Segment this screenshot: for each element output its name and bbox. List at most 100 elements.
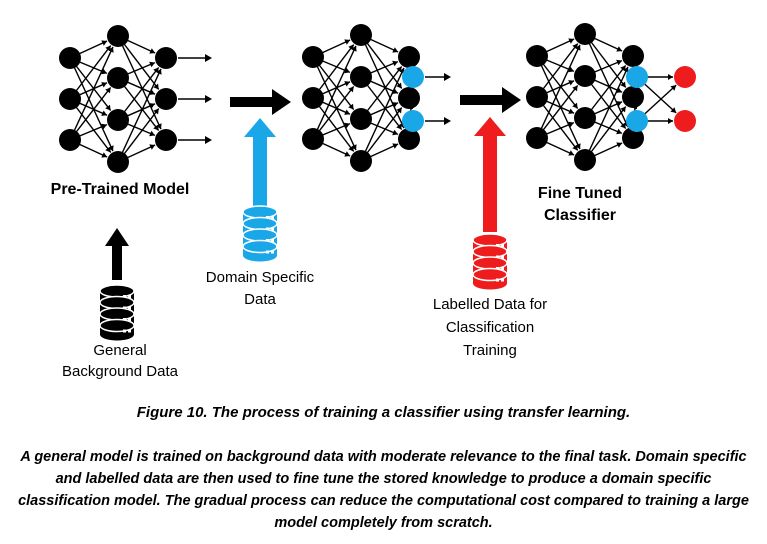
database-led <box>271 239 274 242</box>
connection-edge <box>69 98 112 153</box>
connection-edge <box>536 44 581 139</box>
fine-tuned-label-line1: Fine Tuned <box>537 185 623 202</box>
database-led <box>271 216 274 219</box>
edge-arrowhead <box>108 46 114 53</box>
edge-arrowhead <box>408 88 415 95</box>
database-disk-top <box>99 318 135 333</box>
hidden-node <box>107 67 129 89</box>
labelled-data-label: Labelled Data for Classification Trainin… <box>410 293 570 362</box>
edge-arrowhead <box>105 87 111 94</box>
edge-arrowhead <box>396 107 402 114</box>
labelled-data-arrow <box>474 117 506 232</box>
input-node <box>526 45 548 67</box>
edge-arrowhead <box>351 144 357 151</box>
edge-arrowhead <box>101 152 108 158</box>
database-led <box>501 244 504 247</box>
output-arrowhead <box>205 95 212 103</box>
edge-arrowhead <box>101 40 108 46</box>
edge-arrowhead <box>392 129 398 136</box>
connection-edge <box>536 43 579 98</box>
connection-edge <box>536 85 579 139</box>
edge-arrowhead <box>156 123 162 130</box>
domain-data-arrow <box>244 118 276 207</box>
connection-edge <box>584 33 627 88</box>
edge-arrowhead <box>101 110 108 116</box>
edge-arrowhead <box>153 108 159 115</box>
classifier-node <box>674 110 696 132</box>
hidden-node <box>350 24 372 46</box>
edge-arrowhead <box>344 67 350 74</box>
connection-edge <box>312 56 357 151</box>
connection-edge <box>360 76 403 130</box>
connection-edge <box>117 67 160 121</box>
connection-edge <box>536 55 579 109</box>
connection-edge <box>69 87 112 141</box>
edge-arrowhead <box>392 60 398 67</box>
edge-arrowhead <box>344 81 351 87</box>
edge-arrowhead <box>392 47 399 53</box>
labelled-data-label-line1: Labelled Data for <box>432 296 548 313</box>
edge-arrowhead <box>348 103 354 110</box>
general-data-label-line1: General <box>93 342 147 359</box>
domain-network <box>302 24 451 172</box>
connection-edge <box>360 107 403 162</box>
fine-tuned-network <box>526 23 696 171</box>
edge-arrowhead <box>392 143 399 149</box>
database-led <box>128 329 131 333</box>
edge-arrowhead <box>105 146 111 153</box>
database-led <box>128 318 131 321</box>
connection-edge <box>69 45 112 100</box>
edge-arrowhead <box>575 44 581 51</box>
domain-node <box>626 110 648 132</box>
stage-arrow-2 <box>460 87 521 113</box>
edge-arrowhead <box>575 143 581 150</box>
edge-arrowhead <box>620 81 626 88</box>
labelled-data-label-line2: Classification <box>445 319 535 336</box>
pretrained-model-label: Pre-Trained Model <box>50 181 190 198</box>
input-node <box>526 127 548 149</box>
edge-arrowhead <box>149 130 155 137</box>
database-led <box>123 329 126 333</box>
edge-arrowhead <box>572 144 578 151</box>
edge-arrowhead <box>568 150 575 156</box>
domain-data-label: Domain Specific Data <box>190 267 330 311</box>
input-node <box>526 86 548 108</box>
edge-arrowhead <box>616 59 622 66</box>
edge-arrowhead <box>108 145 114 152</box>
edge-arrowhead <box>568 38 575 44</box>
connection-edge <box>117 77 160 131</box>
edge-arrowhead <box>149 48 156 54</box>
connection-edge <box>69 57 114 152</box>
database-led <box>266 250 269 254</box>
edge-arrowhead <box>396 123 402 130</box>
output-node <box>155 129 177 151</box>
edge-arrowhead <box>149 89 156 95</box>
hidden-node <box>107 25 129 47</box>
edge-arrowhead <box>616 128 622 135</box>
hidden-node <box>107 109 129 131</box>
labelled-data-label-line3: Training <box>463 342 517 359</box>
connection-edge <box>117 108 160 163</box>
edge-arrowhead <box>105 104 111 111</box>
input-node <box>59 88 81 110</box>
edge-arrowhead <box>149 61 155 68</box>
domain-data-label-line2: Data <box>244 291 276 308</box>
general-data-label-line2: Background Data <box>62 363 178 380</box>
connection-edge <box>117 68 162 163</box>
connection-edge <box>584 106 627 161</box>
edge-arrowhead <box>101 68 107 75</box>
edge-arrowhead <box>670 85 677 91</box>
edge-arrowhead <box>616 87 623 93</box>
database-led <box>271 250 274 254</box>
database-disk-top <box>242 239 278 254</box>
pretrained-network <box>59 25 212 173</box>
general-data-label: General Background Data <box>60 340 180 382</box>
database-led <box>128 306 131 310</box>
edge-arrowhead <box>101 82 108 88</box>
connection-edge <box>312 56 355 110</box>
output-arrowhead <box>205 54 212 62</box>
edge-arrowhead <box>153 124 159 131</box>
domain-node <box>402 66 424 88</box>
connection-edge <box>360 66 403 120</box>
hidden-node <box>574 65 596 87</box>
